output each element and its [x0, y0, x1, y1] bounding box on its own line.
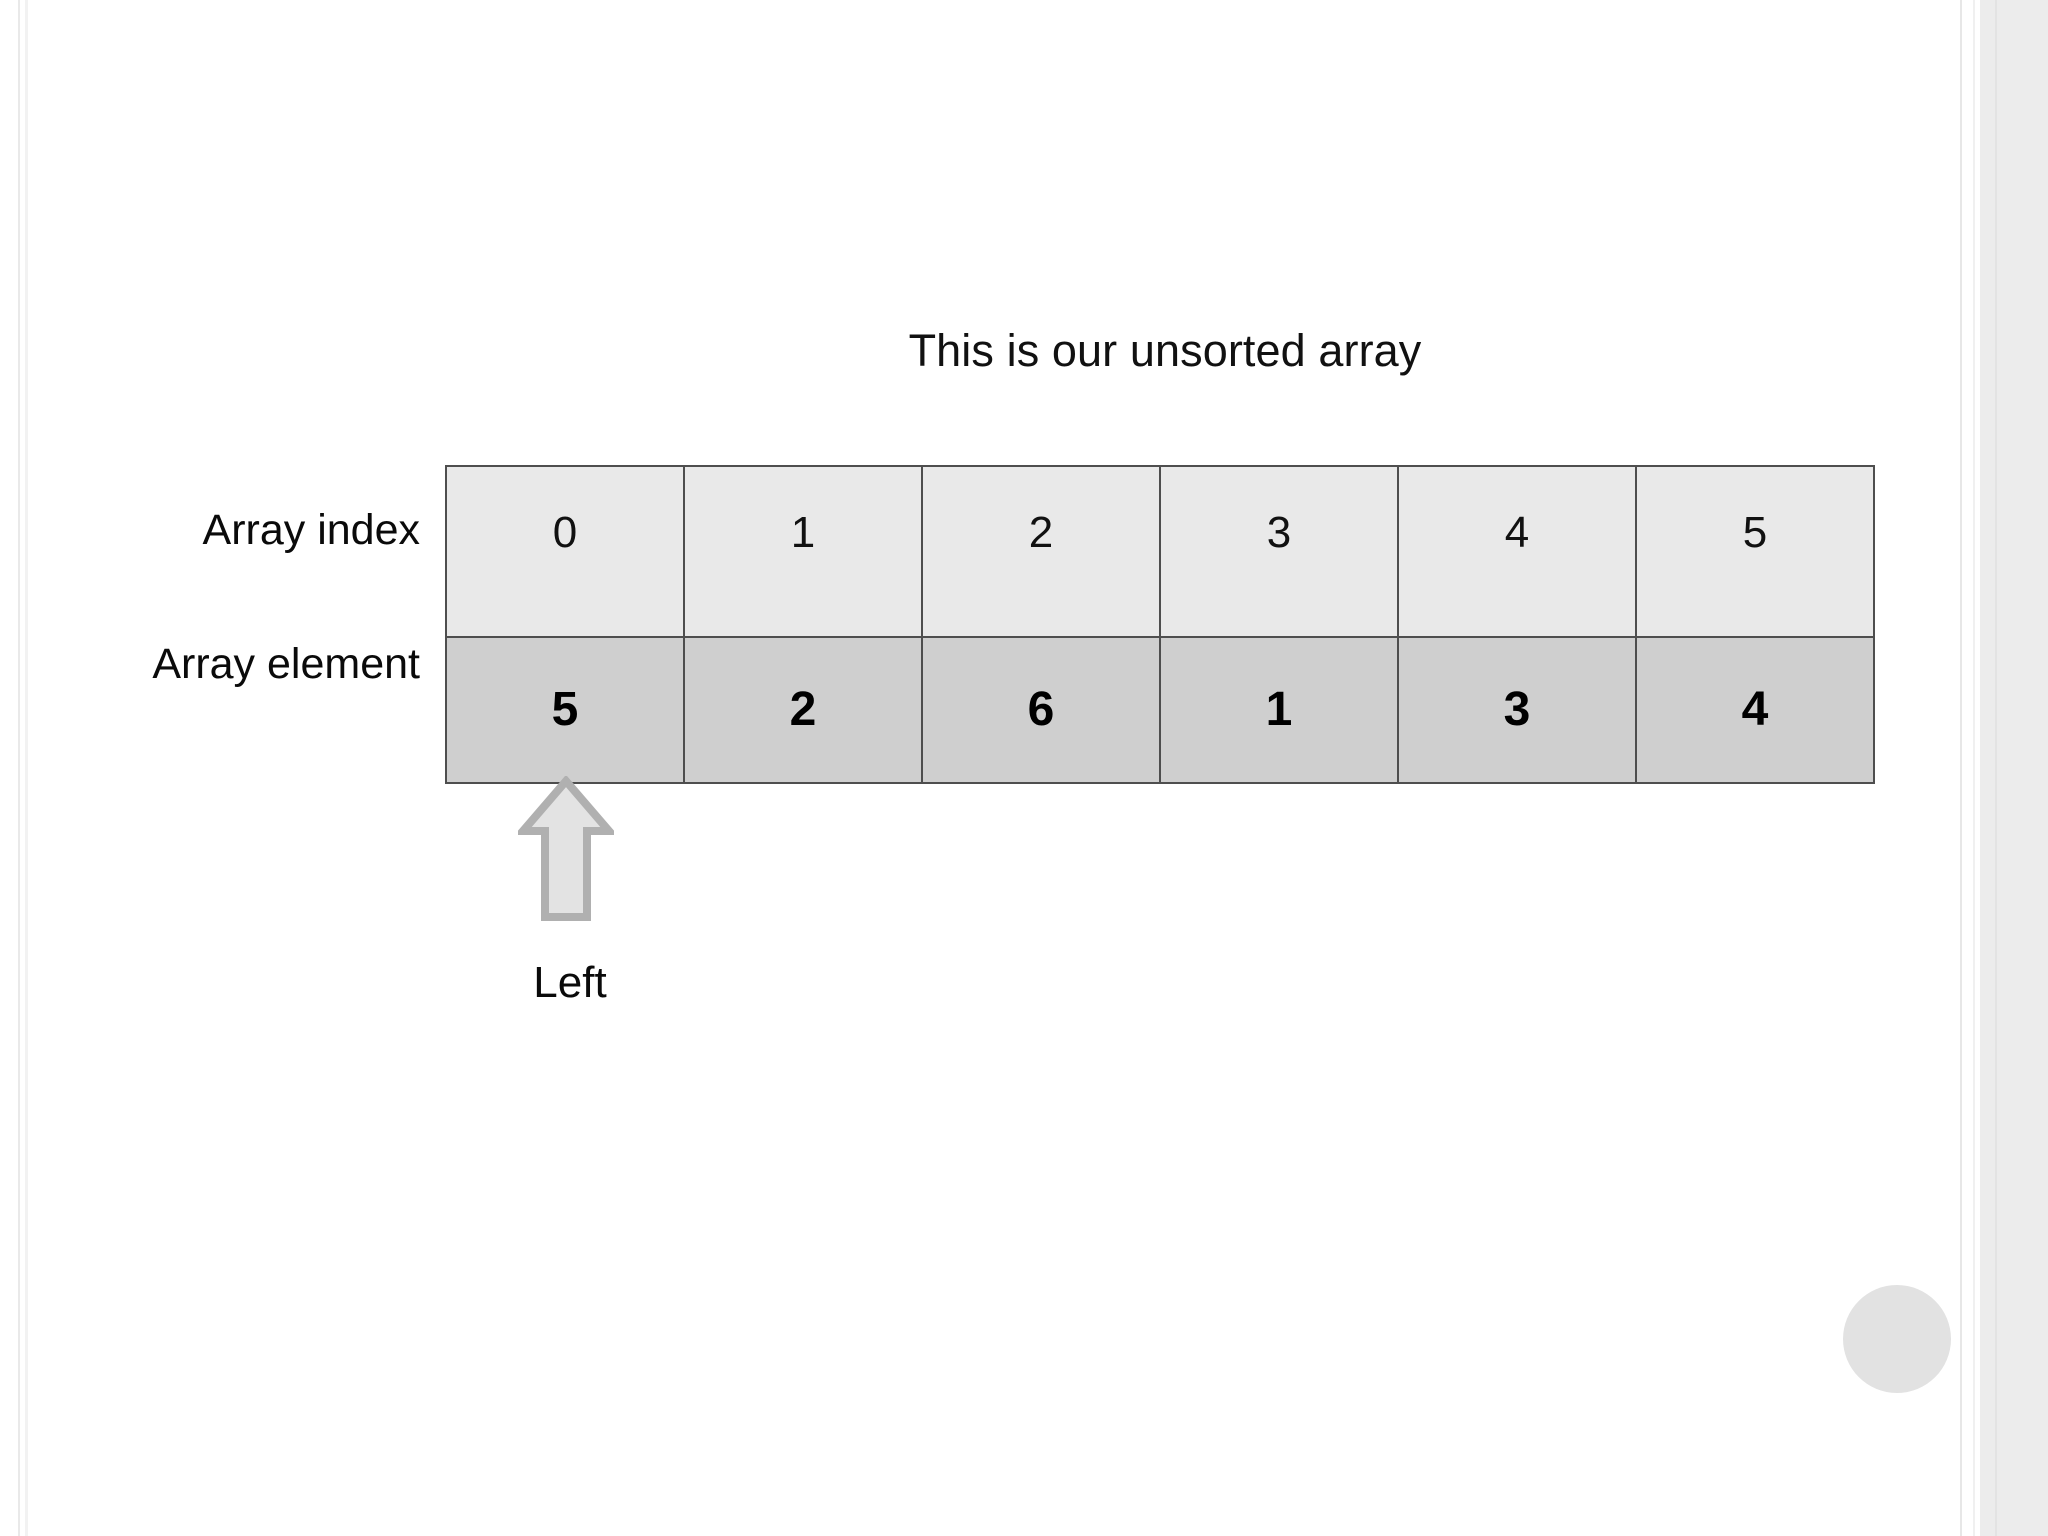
element-cell-3[interactable]: 1	[1159, 636, 1399, 784]
circle-icon[interactable]	[1843, 1285, 1951, 1393]
array-index-label: Array index	[202, 506, 420, 554]
page-right-edge	[1960, 0, 1962, 1536]
index-cell-3[interactable]: 3	[1159, 465, 1399, 638]
index-cell-1[interactable]: 1	[683, 465, 923, 638]
page-right-edge-shadow	[1973, 0, 1975, 1536]
element-cell-5[interactable]: 4	[1635, 636, 1875, 784]
element-cell-0[interactable]: 5	[445, 636, 685, 784]
index-cell-2[interactable]: 2	[921, 465, 1161, 638]
index-cell-4[interactable]: 4	[1397, 465, 1637, 638]
index-cell-5[interactable]: 5	[1635, 465, 1875, 638]
page-left-edge	[18, 0, 20, 1536]
scrollbar-track[interactable]	[1995, 0, 1997, 1536]
element-cell-2[interactable]: 6	[921, 636, 1161, 784]
array-element-label: Array element	[152, 640, 420, 688]
arrow-up-icon	[518, 776, 614, 921]
page-left-edge-shadow	[25, 0, 28, 1536]
element-cell-1[interactable]: 2	[683, 636, 923, 784]
element-cell-4[interactable]: 3	[1397, 636, 1637, 784]
index-cell-0[interactable]: 0	[445, 465, 685, 638]
array-element-row: 5 2 6 1 3 4	[445, 636, 1875, 784]
pointer-left-label: Left	[533, 958, 607, 1007]
slide-title: This is our unsorted array	[908, 325, 1422, 376]
array-table: 0 1 2 3 4 5 5 2 6 1 3 4	[445, 465, 1875, 784]
page-gutter	[1980, 0, 2048, 1536]
array-index-row: 0 1 2 3 4 5	[445, 465, 1875, 638]
